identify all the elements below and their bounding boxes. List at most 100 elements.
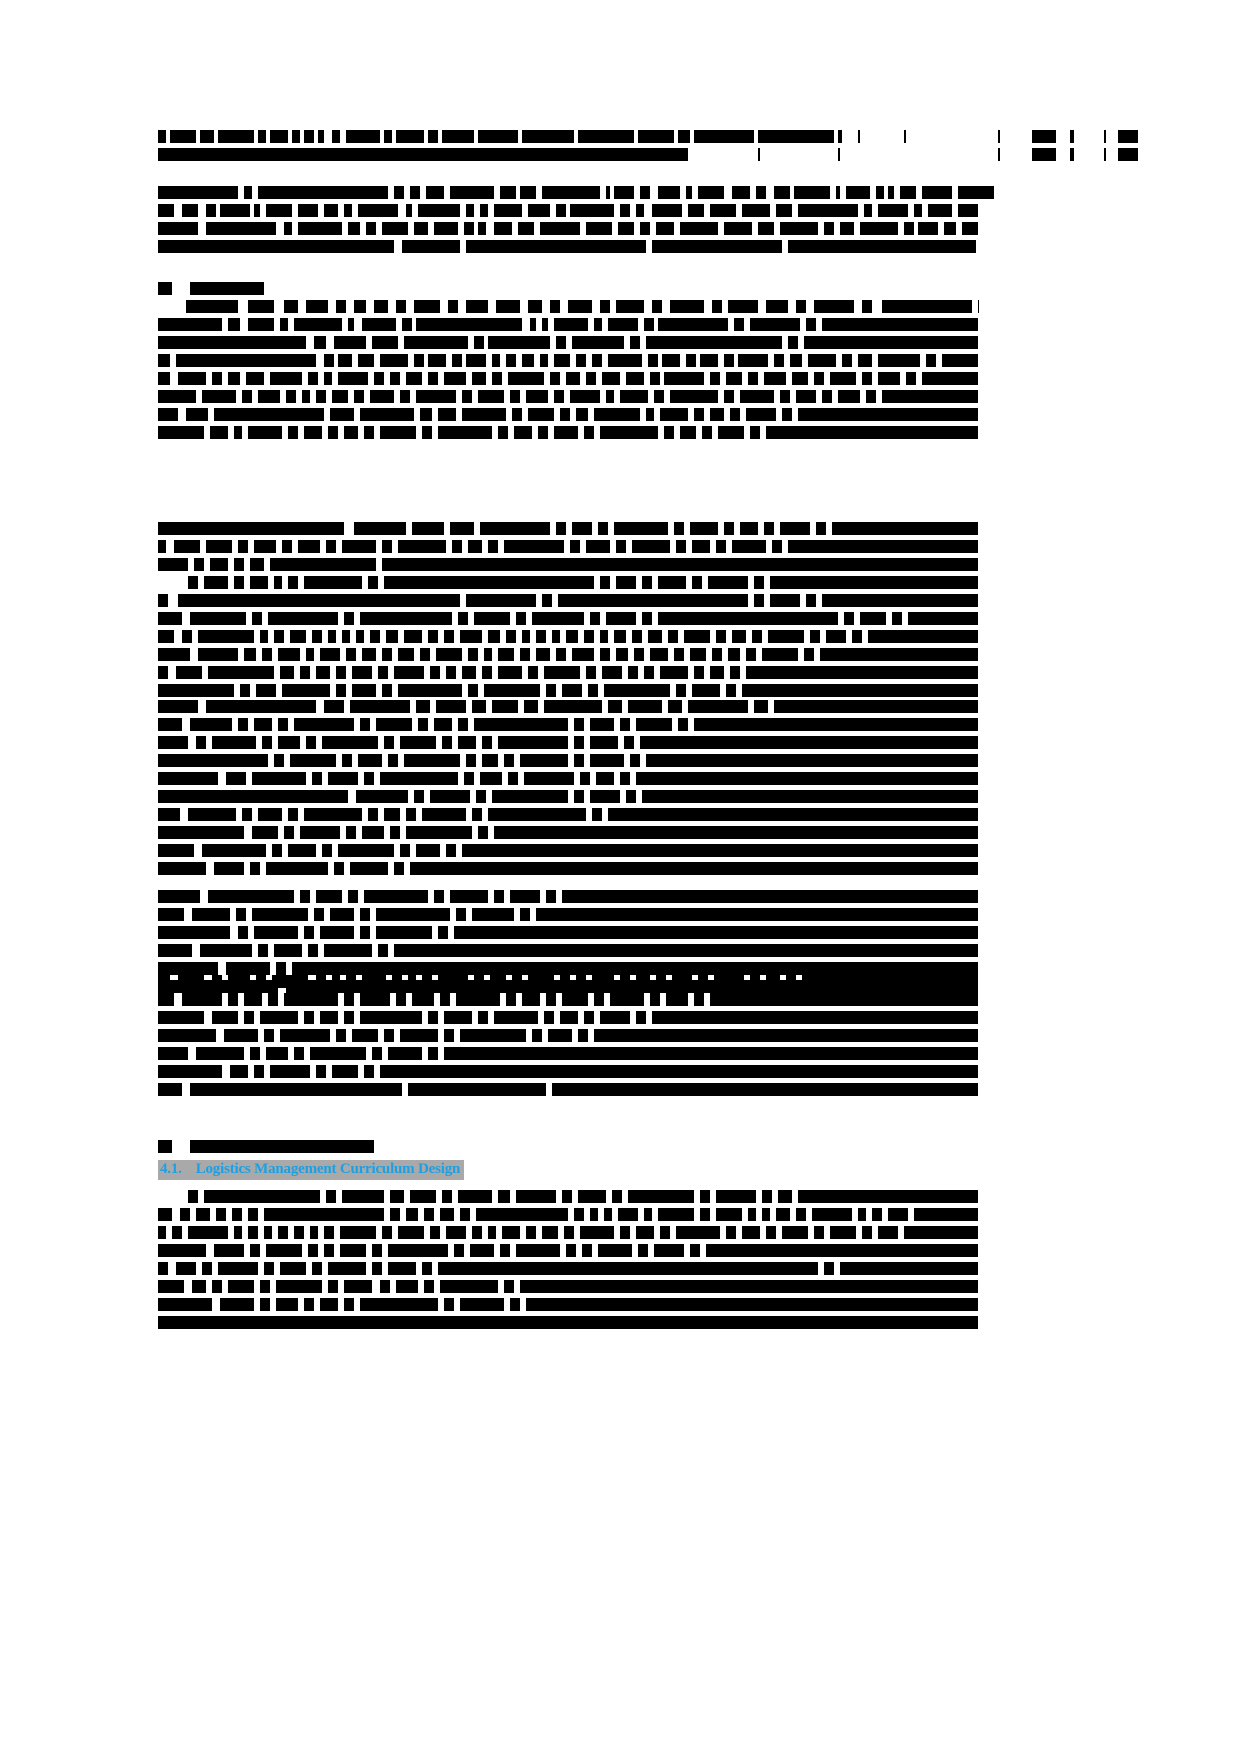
redaction-bar [360,926,370,939]
redaction-bar [774,700,978,713]
redaction-bar [786,975,796,988]
redaction-bar [882,390,978,403]
redaction-bar [614,630,626,643]
redaction-bar [506,354,516,367]
redaction-bar [250,1244,260,1257]
redaction-bar [398,1226,424,1239]
redaction-bar [344,1011,354,1024]
redaction-bar [628,1190,694,1203]
redaction-bar [750,426,760,439]
redaction-bar [444,1298,454,1311]
redaction-bar [388,1262,416,1275]
redaction-bar [798,204,858,217]
redaction-bar [376,926,432,939]
redaction-bar [888,186,894,199]
redaction-bar [306,300,328,313]
redaction-bar [446,666,456,679]
redaction-bar [380,426,416,439]
redaction-bar [646,336,782,349]
redaction-bar [860,612,886,625]
redaction-bar [462,666,476,679]
redaction-bar [384,808,400,821]
redaction-bar [348,318,354,331]
redaction-bar [338,354,352,367]
redaction-bar [804,336,978,349]
redaction-bar [600,300,610,313]
redaction-bar [616,300,644,313]
redaction-bar [904,222,914,235]
redaction-bar [632,630,642,643]
redaction-bar [270,1065,310,1078]
redaction-bar [692,684,720,697]
redaction-bar [158,1083,182,1096]
redaction-bar [646,754,978,767]
redaction-bar [158,826,244,839]
redaction-bar [158,790,348,803]
redaction-bar [520,186,536,199]
redaction-bar [540,354,548,367]
redaction-bar [528,975,554,988]
redaction-bar [580,772,590,785]
redaction-bar [586,666,596,679]
redaction-bar [712,648,722,661]
redaction-bar [490,975,506,988]
redaction-bar [158,240,394,253]
redaction-bar [648,354,658,367]
redaction-bar [658,186,680,199]
redaction-bar [334,862,344,875]
redaction-bar [220,204,250,217]
redaction-bar [170,130,196,143]
redaction-bar [600,1011,630,1024]
redaction-bar [812,1208,852,1221]
redaction-bar [796,390,816,403]
redaction-bar [532,612,584,625]
redaction-bar [188,1190,198,1203]
redaction-bar [422,426,432,439]
redaction-bar [196,1208,210,1221]
redaction-bar [560,408,570,421]
redaction-bar [838,130,842,143]
redaction-bar [408,975,416,988]
redaction-bar [574,736,584,749]
redaction-bar [724,354,734,367]
redaction-bar [798,1190,978,1203]
redaction-bar [158,318,222,331]
redaction-bar [214,862,244,875]
redaction-bar [444,630,454,643]
redaction-bar [414,300,440,313]
redaction-bar [244,993,262,1006]
redaction-bar [592,354,602,367]
redaction-bar [200,944,252,957]
redaction-bar [342,1190,384,1203]
redaction-bar [554,390,564,403]
redaction-bar [928,204,952,217]
redaction-bar [282,684,330,697]
redaction-bar [362,648,376,661]
redaction-bar [280,1029,330,1042]
redaction-bar [330,908,354,921]
redaction-bar [274,944,302,957]
redaction-bar [440,993,450,1006]
redaction-bar [678,718,688,731]
redaction-bar [520,754,568,767]
redaction-bar [332,1065,358,1078]
redaction-bar [478,826,488,839]
redaction-bar [868,630,978,643]
redaction-bar [270,130,288,143]
redaction-bar [158,890,200,903]
redaction-bar [636,1011,646,1024]
redaction-bar [814,372,824,385]
redaction-bar [724,222,752,235]
redaction-bar [234,426,242,439]
redaction-bar [588,684,598,697]
redaction-bar [796,1208,806,1221]
redaction-bar [204,1190,320,1203]
redaction-bar [258,944,268,957]
redaction-bar [528,300,542,313]
redaction-bar [214,408,324,421]
redaction-bar [922,186,952,199]
redaction-bar [158,1280,184,1293]
redaction-bar [716,630,726,643]
redaction-bar [406,372,422,385]
redaction-bar [292,130,300,143]
